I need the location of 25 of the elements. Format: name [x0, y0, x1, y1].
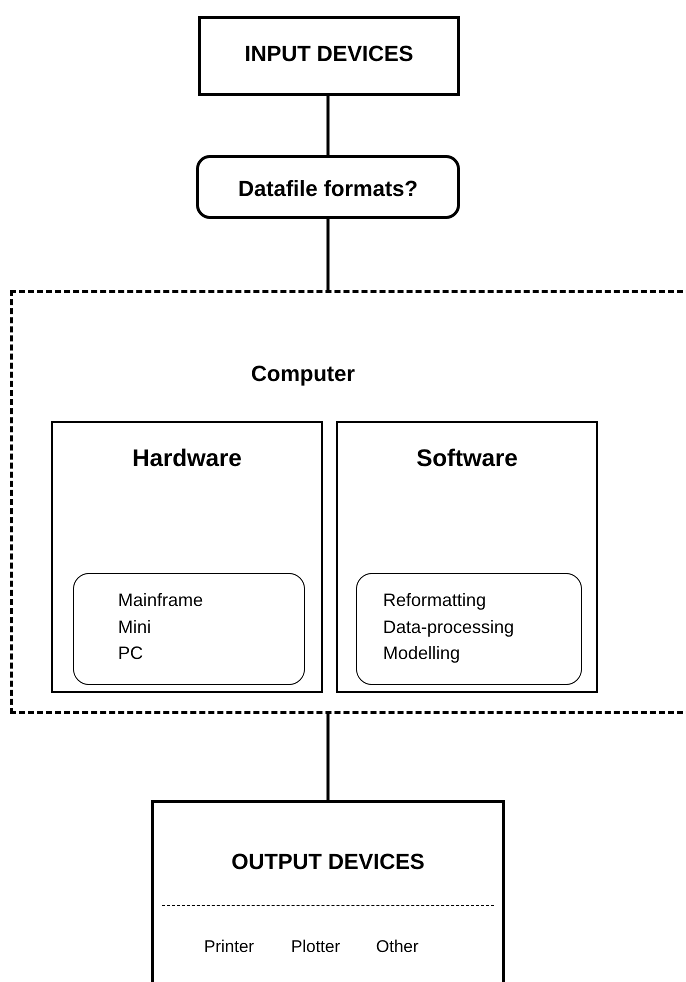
- connector-line: [326, 96, 330, 155]
- heading: INPUT DEVICES: [244, 41, 414, 67]
- list-item: Mini: [118, 617, 152, 638]
- process-box: [196, 155, 460, 219]
- list-box: [356, 573, 582, 685]
- device-box: [198, 16, 460, 96]
- heading: Datafile formats?: [237, 176, 419, 202]
- connector-line: [326, 219, 330, 290]
- list-item: Modelling: [383, 643, 460, 664]
- heading: OUTPUT DEVICES: [230, 849, 426, 875]
- list-item: Reformatting: [383, 590, 486, 611]
- component-box: [336, 421, 598, 693]
- list-box: [73, 573, 305, 685]
- list-item: Plotter: [291, 937, 340, 957]
- device-box: [151, 800, 505, 982]
- heading: Software: [415, 445, 519, 473]
- list-item: Data-processing: [383, 617, 514, 638]
- list-item: Mainframe: [118, 590, 204, 611]
- list-item: PC: [118, 643, 144, 664]
- heading: Computer: [251, 361, 355, 387]
- list-item: Other: [376, 937, 419, 957]
- component-box: [51, 421, 323, 693]
- connector-line: [326, 714, 330, 800]
- heading: Hardware: [131, 445, 243, 473]
- list-item: Printer: [204, 937, 254, 957]
